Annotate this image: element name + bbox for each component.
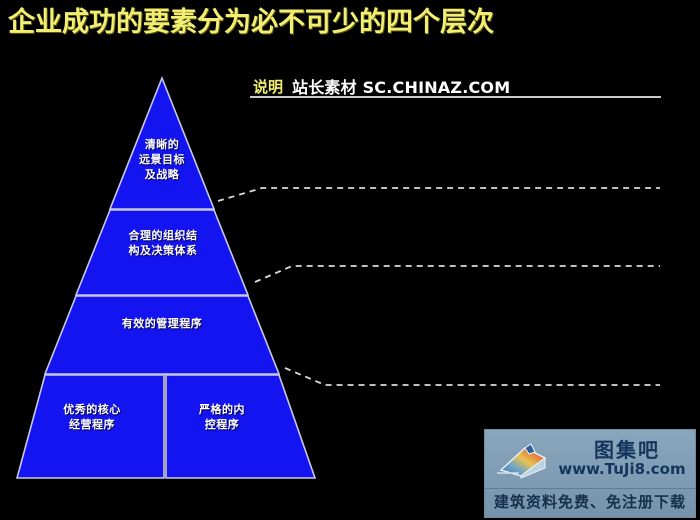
picture-logo-icon bbox=[497, 443, 547, 479]
pyramid-tier-1-shape bbox=[108, 75, 216, 210]
leader-line-2 bbox=[254, 265, 660, 283]
pyramid-tier-4a-label: 优秀的核心 经营程序 bbox=[63, 403, 121, 431]
pyramid-tier-4b-label: 严格的内 控程序 bbox=[199, 403, 245, 431]
subtitle-divider bbox=[250, 96, 661, 98]
watermark-badge: 图集吧 www.TuJi8.com 建筑资料免费、免注册下载 bbox=[484, 429, 696, 518]
watermark-brand: 图集吧 bbox=[594, 438, 660, 462]
subtitle-row: 说明 站长素材 SC.CHINAZ.COM bbox=[253, 74, 663, 98]
leader-line-1 bbox=[217, 187, 660, 202]
watermark-tagline: 建筑资料免费、免注册下载 bbox=[493, 493, 686, 511]
pyramid-tier-4a-shape bbox=[15, 374, 165, 479]
pyramid-tier-4b-shape bbox=[165, 374, 317, 479]
pyramid-tier-3-label: 有效的管理程序 bbox=[121, 317, 203, 330]
pyramid-tier-2-shape bbox=[74, 209, 250, 296]
pyramid-tier-1-label: 清晰的 远景目标 及战略 bbox=[139, 138, 185, 181]
page-title: 企业成功的要素分为必不可少的四个层次 bbox=[8, 7, 494, 38]
watermark-header: 图集吧 www.TuJi8.com bbox=[485, 430, 695, 489]
subtitle-source-text: 站长素材 SC.CHINAZ.COM bbox=[292, 78, 511, 97]
leader-line-3 bbox=[284, 367, 660, 386]
subtitle-tag: 说明 bbox=[253, 77, 284, 96]
pyramid-tier-2-label: 合理的组织结 构及决策体系 bbox=[128, 229, 198, 257]
watermark-url: www.TuJi8.com bbox=[558, 460, 686, 478]
pyramid-tier-3-shape bbox=[43, 295, 281, 375]
